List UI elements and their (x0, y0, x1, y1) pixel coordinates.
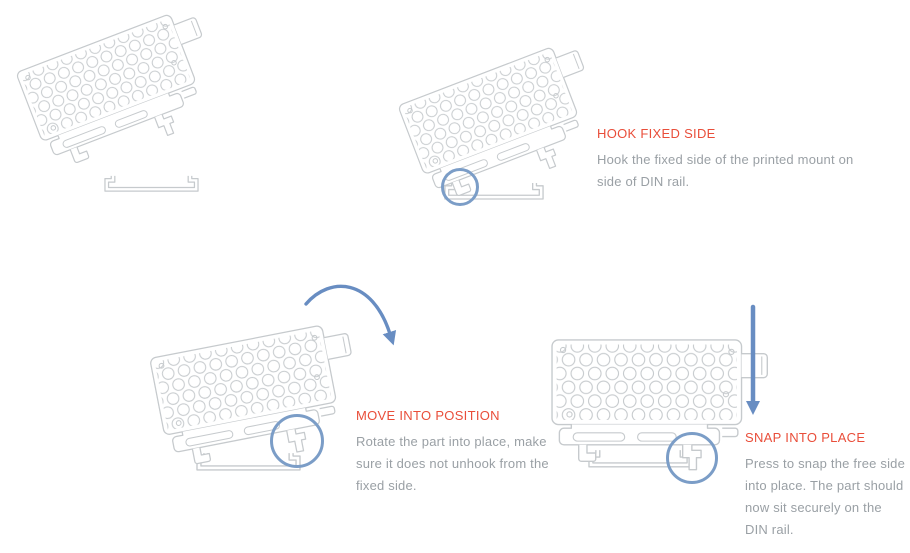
step-description-line: side of DIN rail. (597, 174, 690, 189)
step-description-line: sure it does not unhook from the (356, 456, 549, 471)
step-description-line: Press to snap the free side (745, 456, 906, 471)
highlight-circle-icon (666, 432, 718, 484)
highlight-circle-icon (270, 414, 324, 468)
device-drawing (15, 5, 232, 179)
step-description-line: fixed side. (356, 478, 417, 493)
step-title: MOVE INTO POSITION (356, 408, 500, 423)
press-down-arrow-icon (746, 304, 760, 415)
step-description-line: into place. The part should (745, 478, 904, 493)
step-description-line: Hook the fixed side of the printed mount… (597, 152, 854, 167)
step-title: SNAP INTO PLACE (745, 430, 866, 445)
din-rail-drawing (104, 175, 199, 192)
device-drawing (551, 339, 768, 471)
highlight-circle-icon (441, 168, 479, 206)
device-drawing (397, 38, 614, 212)
step-description-line: now sit securely on the (745, 500, 882, 515)
step-description-line: Rotate the part into place, make (356, 434, 547, 449)
rotate-arrow-icon (304, 284, 397, 346)
step-title: HOOK FIXED SIDE (597, 126, 716, 141)
step-description-line: DIN rail. (745, 522, 794, 537)
